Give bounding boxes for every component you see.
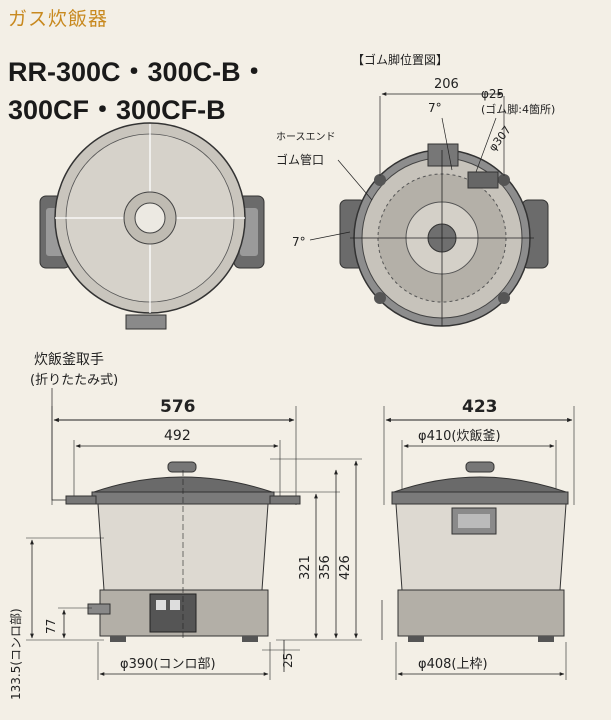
dim-492: 492 (164, 428, 191, 444)
rubber-pipe-label: ゴム管口 (276, 152, 324, 167)
side-view: 423 φ410(炊飯釜) φ408(上枠) (381, 397, 575, 680)
angle-7-top: 7° (428, 101, 442, 115)
front-view: 炊飯釜取手 (折りたたみ式) 576 492 321 356 426 (8, 351, 362, 700)
dim-423: 423 (462, 397, 498, 417)
dim-426: 426 (338, 555, 353, 580)
dim-133-5: 133.5(コンロ部) (8, 608, 23, 700)
dim-25: 25 (281, 653, 295, 668)
top-view (39, 122, 265, 330)
phi25-label: φ25 (481, 87, 504, 101)
dim-77: 77 (44, 619, 58, 634)
model-name-line2: 300CF・300CF-B (8, 95, 226, 125)
phi408-label: φ408(上枠) (418, 657, 488, 672)
foot-position-title: 【ゴム脚位置図】 (352, 52, 448, 67)
model-name-line1: RR-300C・300C-B・ (8, 57, 268, 87)
phi307-label: φ307 (486, 124, 514, 154)
hose-end-label: ホースエンド (276, 131, 336, 143)
dim-576: 576 (160, 397, 196, 417)
dim-356: 356 (318, 555, 333, 580)
dim-321: 321 (298, 555, 313, 580)
angle-7-left: 7° (292, 235, 306, 249)
phi410-label: φ410(炊飯釜) (418, 429, 501, 444)
handle-name-label: 炊飯釜取手 (34, 351, 104, 368)
category-title: ガス炊飯器 (8, 8, 109, 30)
handle-type-label: (折りたたみ式) (30, 373, 118, 388)
rubber-foot-label: (ゴム脚:4箇所) (481, 102, 555, 116)
bottom-view: 【ゴム脚位置図】 206 φ25 (ゴム脚:4箇所) 7° 7° φ307 ホー… (276, 52, 555, 327)
dim-206: 206 (434, 77, 459, 92)
phi390-label: φ390(コンロ部) (120, 657, 216, 672)
